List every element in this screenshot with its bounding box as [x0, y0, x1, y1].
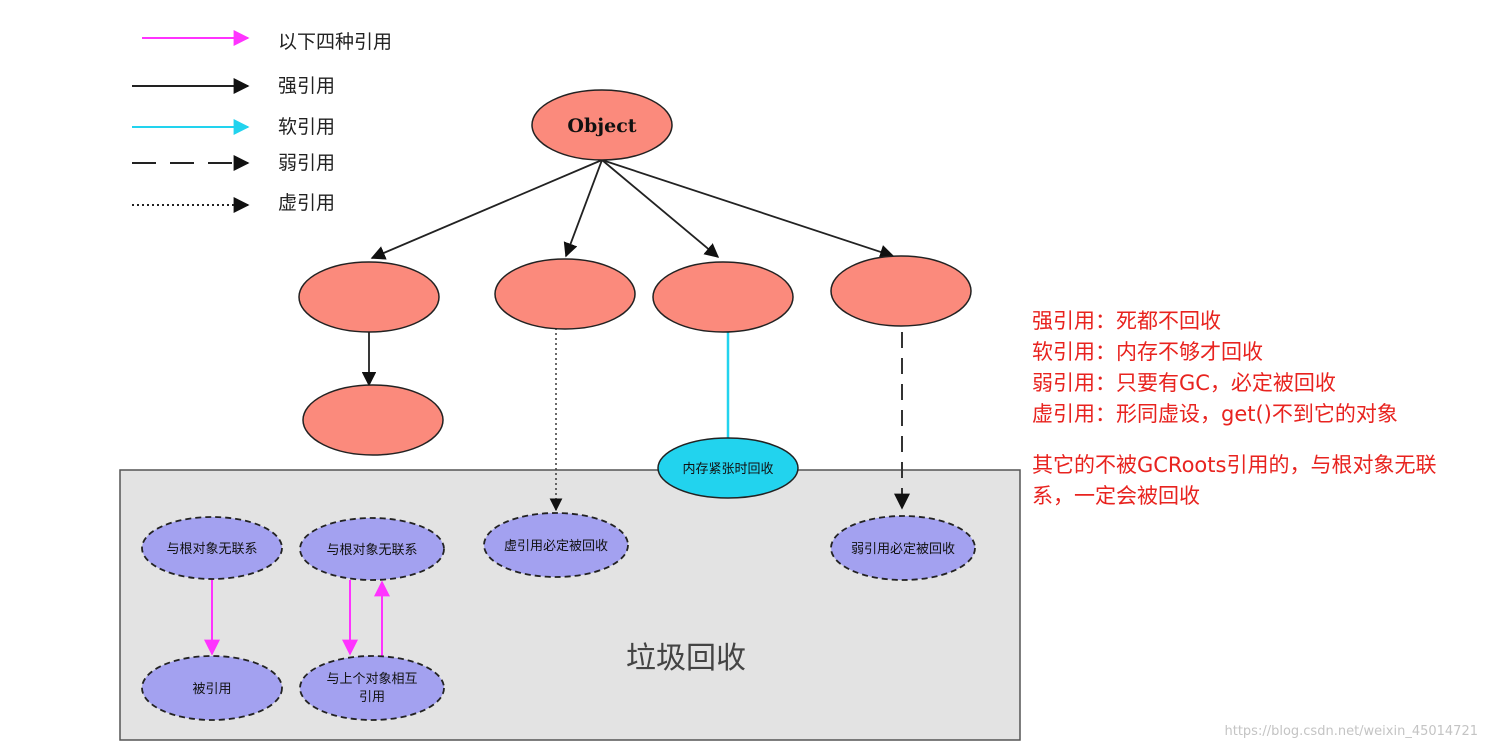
unlinked-node-2: 与根对象无联系: [299, 517, 445, 581]
unlinked-1-label: 与根对象无联系: [166, 542, 257, 557]
mutual-node: 与上个对象相互 引用: [299, 655, 445, 721]
grandchild-node: [302, 384, 444, 456]
phantom-target-ellipse: [483, 512, 629, 578]
weak-target-ellipse: [830, 515, 976, 581]
child-node-1: [298, 261, 440, 333]
referenced-ellipse: [141, 655, 283, 721]
note-soft: 软引用：内存不够才回收: [1032, 340, 1263, 364]
edge-root-child-1: [370, 159, 603, 260]
note-weak: 弱引用：只要有GC，必定被回收: [1032, 371, 1336, 395]
legend-item-soft: 软引用: [132, 116, 335, 138]
legend-item-weak: 弱引用: [132, 152, 335, 174]
legend-label-reference: 以下四种引用: [278, 31, 392, 53]
legend-label-weak: 弱引用: [278, 152, 335, 174]
soft-target-label: 内存紧张时回收: [682, 461, 773, 477]
root-ellipse: [531, 89, 673, 161]
child-node-3: [652, 261, 794, 333]
mutual-ellipse: [299, 655, 445, 721]
weak-target-label: 弱引用必定被回收: [851, 542, 955, 557]
legend: 以下四种引用 强引用 软引用 弱引用 虚引用: [132, 30, 392, 214]
child-node-4: [830, 255, 972, 327]
phantom-target-label: 虚引用必定被回收: [504, 539, 608, 554]
notes-panel: 强引用：死都不回收 软引用：内存不够才回收 弱引用：只要有GC，必定被回收 虚引…: [1032, 306, 1482, 512]
unlinked-2-ellipse: [299, 517, 445, 581]
phantom-target-node: 虚引用必定被回收: [483, 512, 629, 578]
mutual-label-line2: 引用: [359, 690, 385, 705]
watermark: https://blog.csdn.net/weixin_45014721: [1224, 724, 1478, 739]
unlinked-2-label: 与根对象无联系: [326, 543, 417, 558]
edge-root-child-3: [601, 159, 720, 258]
legend-label-soft: 软引用: [278, 116, 335, 138]
root-label: Object: [567, 115, 636, 137]
note-others-line1: 其它的不被GCRoots引用的，与根对象无联: [1032, 453, 1437, 477]
unlinked-1-ellipse: [141, 516, 283, 580]
legend-item-reference: 以下四种引用: [142, 30, 392, 53]
edge-root-child-2: [563, 159, 603, 258]
referenced-node: 被引用: [141, 655, 283, 721]
legend-label-strong: 强引用: [278, 75, 335, 97]
root-node: Object: [531, 89, 673, 161]
note-strong: 强引用：死都不回收: [1032, 309, 1221, 333]
note-others-line2: 系，一定会被回收: [1032, 484, 1200, 508]
mutual-label-line1: 与上个对象相互: [326, 672, 417, 687]
referenced-label: 被引用: [192, 682, 231, 697]
soft-target-node: 内存紧张时回收: [657, 437, 799, 499]
strong-edges: [361, 159, 895, 387]
legend-item-strong: 强引用: [132, 75, 335, 97]
legend-item-phantom: 虚引用: [132, 192, 335, 214]
legend-label-phantom: 虚引用: [278, 192, 335, 214]
note-phantom: 虚引用：形同虚设，get()不到它的对象: [1032, 402, 1398, 426]
unlinked-node-1: 与根对象无联系: [141, 516, 283, 580]
gc-area-label: 垃圾回收: [626, 641, 746, 676]
soft-target-ellipse: [657, 437, 799, 499]
edge-root-child-4: [601, 159, 895, 259]
note-spacer: [1032, 430, 1482, 450]
weak-target-node: 弱引用必定被回收: [830, 515, 976, 581]
child-node-2: [494, 258, 636, 330]
